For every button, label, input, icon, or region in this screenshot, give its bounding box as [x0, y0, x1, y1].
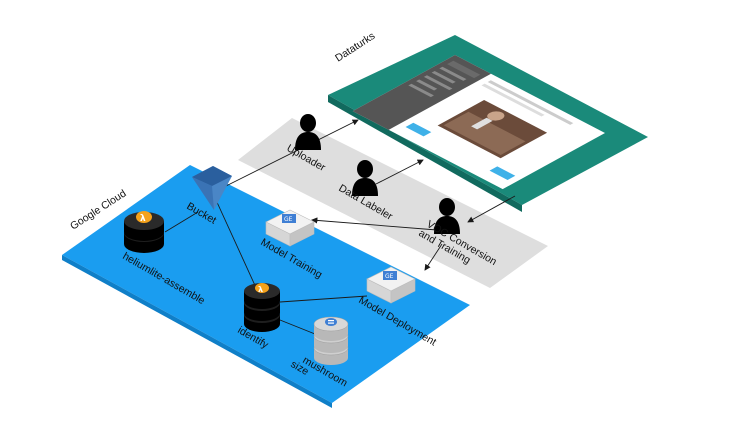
gce-icon: GE — [265, 209, 315, 247]
edge-bucket-dataturks — [217, 119, 359, 191]
edge-labeler-dataturks — [375, 159, 424, 185]
edges — [164, 119, 516, 335]
edge-voc-deployment — [424, 243, 443, 271]
dataturks-label: Dataturks — [333, 30, 377, 65]
person-icon — [352, 160, 378, 196]
edge-identify-deployment — [279, 295, 368, 303]
svg-text:λ: λ — [140, 214, 146, 224]
edge-identify-mushroom — [274, 317, 316, 335]
edge-bucket-identify — [215, 199, 259, 293]
lambda-stack-icon: λ — [244, 283, 280, 332]
workflow-band — [238, 118, 548, 288]
svg-text:GE: GE — [284, 216, 293, 223]
edge-voc-training — [311, 217, 438, 231]
edge-helium-bucket — [164, 211, 199, 233]
svg-text:GE: GE — [385, 273, 394, 280]
lambda-stack-icon: λ — [124, 211, 164, 253]
dataturks-region — [328, 35, 648, 212]
person-icon — [434, 198, 460, 234]
bucket-icon — [192, 166, 232, 210]
bucket-node: Bucket — [185, 166, 232, 227]
svg-text:λ: λ — [258, 285, 263, 294]
dataturks-ui-panel — [352, 55, 605, 190]
database-icon — [313, 316, 349, 365]
person-icon — [295, 114, 321, 150]
identify-node: λ identify — [236, 283, 280, 352]
gce-icon: GE — [366, 266, 416, 304]
edge-dataturks-voc — [467, 195, 516, 223]
